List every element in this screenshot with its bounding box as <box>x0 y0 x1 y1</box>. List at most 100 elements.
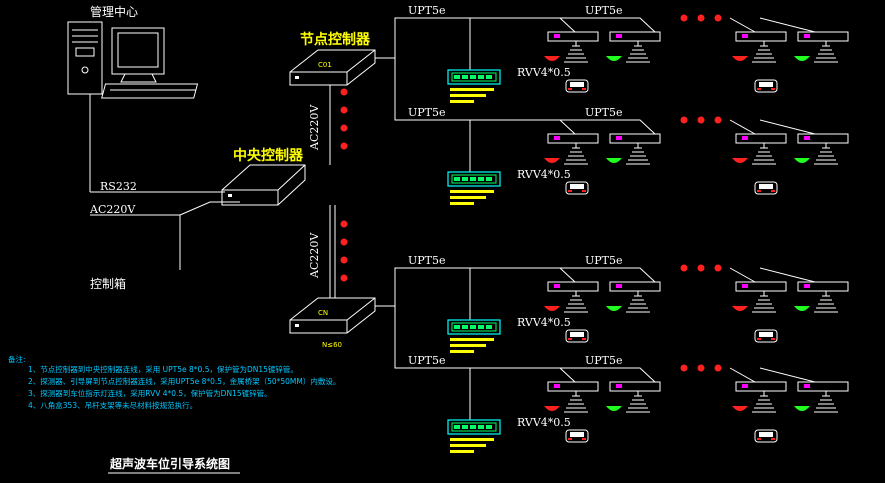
cable-label: UPT5e <box>408 106 446 119</box>
computer-icon <box>67 21 199 99</box>
note-line-3: 3、探测器到车位指示灯连线，采用RVV 4*0.5，保护管为DN15镀锌管。 <box>28 388 272 398</box>
node-controller-top <box>289 49 376 86</box>
indicator-green-icon <box>606 56 622 61</box>
continuation-dot <box>714 14 722 22</box>
detector-unit <box>606 31 661 63</box>
note-line-4: 4、八角盒353、吊杆支架等未尽材料按规范执行。 <box>28 400 197 410</box>
continuation-dot <box>714 264 722 272</box>
rvv-label: RVV4*0.5 <box>517 168 571 181</box>
yellow-bar <box>450 100 474 103</box>
yellow-bar <box>450 88 494 91</box>
detector-unit <box>794 133 849 165</box>
cable-label: UPT5e <box>408 4 446 17</box>
management-center-label: 管理中心 <box>90 4 138 19</box>
indicator-red-icon <box>732 406 748 411</box>
continuation-dot <box>680 264 688 272</box>
node-controller-bottom <box>289 297 376 334</box>
indicator-green-icon <box>794 56 810 61</box>
note-line-1: 1、节点控制器到中央控制器连线，采用 UPT5e 8*0.5，保护管为DN15镀… <box>28 364 298 374</box>
continuation-dot <box>697 14 705 22</box>
indicator-red-icon <box>732 158 748 163</box>
continuation-dot <box>680 14 688 22</box>
detector-unit <box>544 381 599 413</box>
control-box-label: 控制箱 <box>90 276 126 291</box>
yellow-bar <box>450 338 494 341</box>
car-icon <box>754 329 778 343</box>
car-icon <box>565 181 589 195</box>
detector-unit <box>732 31 787 63</box>
detector-unit <box>732 281 787 313</box>
notes-heading: 备注: <box>8 354 26 364</box>
detector-unit <box>794 381 849 413</box>
yellow-bar <box>450 344 486 347</box>
cable-label: UPT5e <box>585 4 623 17</box>
indicator-red-icon <box>544 406 560 411</box>
car-icon <box>565 329 589 343</box>
yellow-bar <box>450 196 486 199</box>
indicator-green-icon <box>606 306 622 311</box>
ac220v-vertical-top: AC220V <box>308 104 321 151</box>
node-count-label: N≤60 <box>322 341 342 349</box>
rvv-label: RVV4*0.5 <box>517 66 571 79</box>
detector-unit <box>794 31 849 63</box>
ac220v-vertical-bottom: AC220V <box>308 232 321 279</box>
yellow-bar <box>450 450 474 453</box>
indicator-green-icon <box>794 306 810 311</box>
detector-unit <box>606 133 661 165</box>
continuation-dot <box>697 364 705 372</box>
guidance-screen <box>447 419 501 453</box>
diagram-title: 超声波车位引导系统图 <box>109 456 230 471</box>
indicator-red-icon <box>732 306 748 311</box>
car-icon <box>754 181 778 195</box>
indicator-red-icon <box>544 306 560 311</box>
detector-unit <box>544 281 599 313</box>
indicator-red-icon <box>732 56 748 61</box>
cable-label: UPT5e <box>585 254 623 267</box>
yellow-bar <box>450 202 474 205</box>
car-icon <box>754 79 778 93</box>
node-tag-top: C01 <box>318 61 332 69</box>
indicator-green-icon <box>606 158 622 163</box>
indicator-red-icon <box>544 56 560 61</box>
continuation-dot <box>697 264 705 272</box>
rs232-label: RS232 <box>100 180 137 193</box>
link-dots-top <box>340 88 348 150</box>
central-controller <box>221 164 306 206</box>
node-controller-label: 节点控制器 <box>300 31 371 48</box>
detector-unit <box>544 31 599 63</box>
continuation-dot <box>714 116 722 124</box>
cable-label: UPT5e <box>585 106 623 119</box>
yellow-bar <box>450 190 494 193</box>
cable-label: UPT5e <box>408 354 446 367</box>
indicator-green-icon <box>794 158 810 163</box>
detector-unit <box>606 281 661 313</box>
detector-unit <box>794 281 849 313</box>
indicator-green-icon <box>606 406 622 411</box>
continuation-dot <box>680 116 688 124</box>
rvv-label: RVV4*0.5 <box>517 316 571 329</box>
guidance-screen <box>447 319 501 353</box>
detector-unit <box>606 381 661 413</box>
link-dots-bottom <box>340 220 348 282</box>
detector-unit <box>732 381 787 413</box>
car-icon <box>754 429 778 443</box>
continuation-dot <box>714 364 722 372</box>
indicator-green-icon <box>794 406 810 411</box>
car-icon <box>565 79 589 93</box>
yellow-bar <box>450 438 494 441</box>
yellow-bar <box>450 444 486 447</box>
indicator-red-icon <box>544 158 560 163</box>
continuation-dot <box>680 364 688 372</box>
guidance-screen <box>447 69 501 103</box>
cable-label: UPT5e <box>408 254 446 267</box>
note-line-2: 2、探测器、引导屏到节点控制器连线，采用UPT5e 8*0.5，金属桥架（50*… <box>28 376 340 386</box>
rvv-label: RVV4*0.5 <box>517 416 571 429</box>
guidance-screen <box>447 171 501 205</box>
car-icon <box>565 429 589 443</box>
ac220v-label: AC220V <box>89 203 136 216</box>
detector-unit <box>732 133 787 165</box>
detector-unit <box>544 133 599 165</box>
yellow-bar <box>450 94 486 97</box>
cable-label: UPT5e <box>585 354 623 367</box>
